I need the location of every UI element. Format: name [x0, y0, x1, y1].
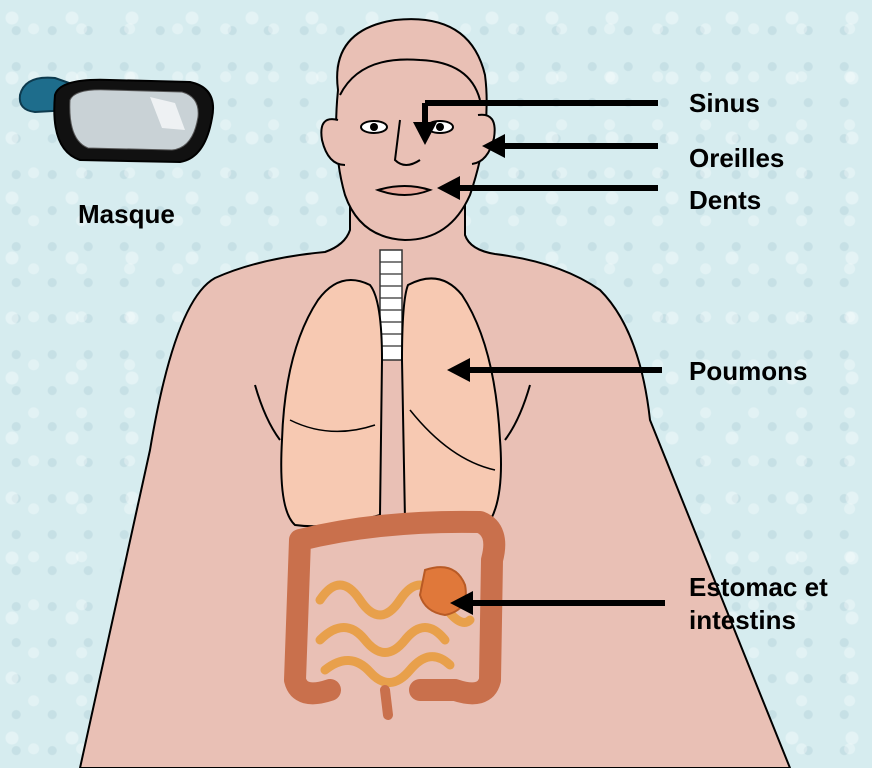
label-dents: Dents — [689, 184, 761, 217]
right-pupil — [436, 123, 444, 131]
head — [336, 19, 487, 240]
label-sinus: Sinus — [689, 87, 760, 120]
mask-icon — [20, 78, 213, 162]
trachea — [380, 250, 402, 360]
left-pupil — [370, 123, 378, 131]
label-poumons: Poumons — [689, 355, 807, 388]
label-estomac-intestins: Estomac et intestins — [689, 571, 828, 637]
rectum — [385, 690, 388, 715]
stomach — [420, 567, 466, 615]
label-oreilles: Oreilles — [689, 142, 784, 175]
label-masque: Masque — [78, 198, 175, 231]
oreilles-arrow — [482, 134, 658, 158]
